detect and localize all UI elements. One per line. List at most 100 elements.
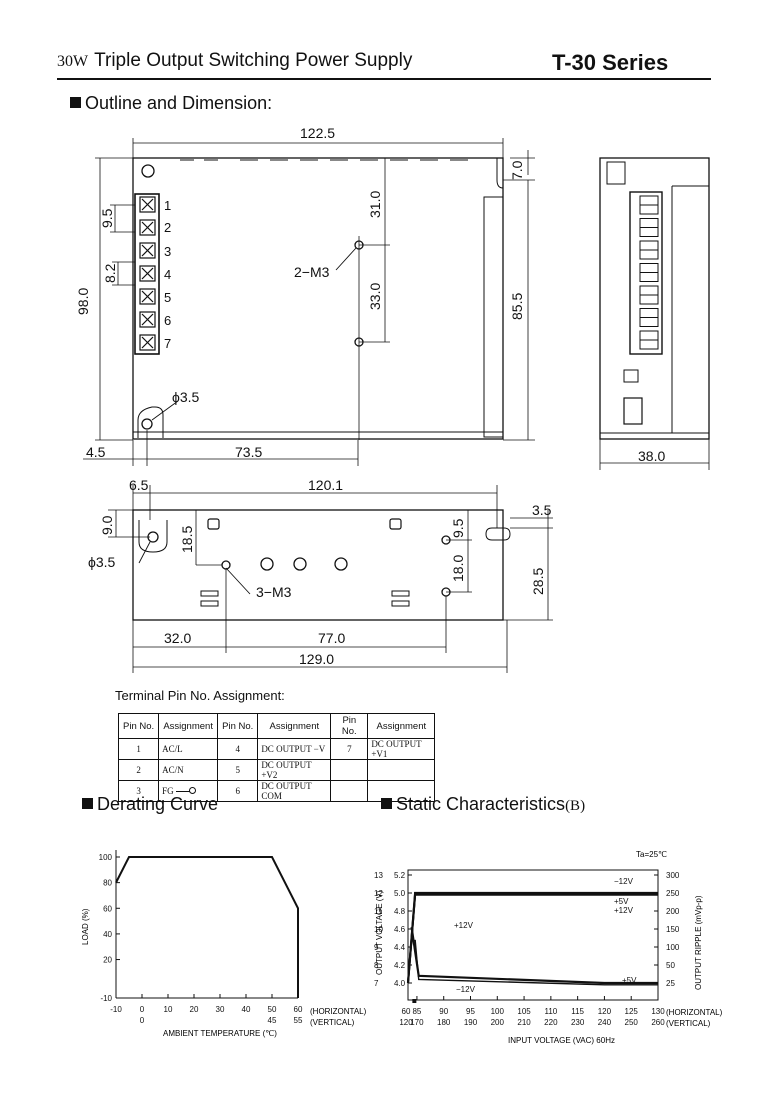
table-header-row: Pin No. Assignment Pin No. Assignment Pi… (117, 713, 436, 739)
dim-b-left-off: 6.5 (129, 477, 149, 493)
col-header: Pin No. (330, 713, 369, 739)
y-tick-label-right: 50 (666, 961, 675, 970)
col-header: Assignment (257, 713, 332, 739)
screw-slot (141, 198, 154, 211)
y-tick-label: 80 (103, 879, 112, 888)
y-tick-label-right: 100 (666, 943, 680, 952)
series-line (410, 927, 658, 985)
dim-b-w1: 32.0 (164, 630, 191, 646)
label-2-m3: 2−M3 (294, 264, 330, 280)
derating-h-label: (HORIZONTAL) (310, 1007, 367, 1016)
screw-slot (141, 336, 154, 349)
screw-slot (141, 290, 154, 303)
dim-b-h3: 9.5 (450, 518, 466, 538)
x-tick-label-vertical: 230 (571, 1018, 585, 1027)
derating-xlabel: AMBIENT TEMPERATURE (℃) (163, 1029, 277, 1038)
label-hole: ϕ3.5 (172, 389, 200, 405)
outline-title: Outline and Dimension: (70, 93, 272, 114)
series-name: T-30 Series (552, 50, 669, 75)
y-tick-label: 40 (103, 930, 112, 939)
x-tick-label: 0 (140, 1005, 145, 1014)
screw-slot (141, 244, 154, 257)
x-tick-label-vertical: 170 (410, 1018, 424, 1027)
col-header: Pin No. (117, 713, 160, 739)
derating-v-label: (VERTICAL) (310, 1018, 355, 1027)
y-tick-label-inner: 4.0 (394, 979, 406, 988)
screw-slot (141, 267, 154, 280)
curve-label: +5V (622, 976, 637, 985)
dim-b-h5: 28.5 (530, 568, 546, 595)
y-tick-label-inner: 4.2 (394, 961, 406, 970)
static-title: Static Characteristics(B) (381, 794, 585, 815)
x-tick-label-vertical: 190 (464, 1018, 478, 1027)
dim-right-height: 85.5 (509, 293, 525, 320)
y-tick-label: 60 (103, 904, 112, 913)
x-tick-label: 40 (242, 1005, 251, 1014)
x-tick-label: 115 (571, 1007, 584, 1016)
x-tick-label-vertical: 180 (437, 1018, 451, 1027)
curve-label: −12V (614, 877, 634, 886)
x-tick-label-vertical: 120 (399, 1018, 413, 1027)
curve-label: +5V (614, 897, 629, 906)
dim-bottom-w: 73.5 (235, 444, 262, 460)
static-series (406, 891, 658, 1003)
derating-series-line (115, 856, 299, 998)
dim-depth: 38.0 (638, 448, 665, 464)
dim-height: 98.0 (75, 288, 91, 315)
y-tick-label: 100 (99, 853, 113, 862)
y-tick-label-inner: 4.4 (394, 943, 406, 952)
dim-b-h1: 9.0 (99, 515, 115, 535)
x-tick-label: 85 (412, 1007, 421, 1016)
terminal-title: Terminal Pin No. Assignment: (115, 688, 285, 703)
x-tick-label: 30 (216, 1005, 225, 1014)
y-tick-label-outer: 10 (374, 925, 383, 934)
x-tick-label-vertical: 200 (491, 1018, 505, 1027)
x-tick-label-vertical: 55 (294, 1016, 303, 1025)
x-tick-label-vertical: 210 (517, 1018, 531, 1027)
y-tick-label-right: 200 (666, 907, 680, 916)
static-ylabel-left: OUTPUT VOLTAGE (V) (375, 890, 384, 975)
label-b-hole: ϕ3.5 (88, 554, 116, 570)
bullet-square-icon (381, 798, 392, 809)
y-tick-label-outer: 13 (374, 871, 383, 880)
y-tick-label-inner: 5.2 (394, 871, 406, 880)
static-h-label: (HORIZONTAL) (666, 1008, 723, 1017)
x-tick-label: 60 (402, 1007, 411, 1016)
marker (412, 999, 417, 1003)
dim-top-gap: 7.0 (509, 160, 525, 180)
ground-icon (175, 787, 196, 795)
table-row: 1 AC/L 4 DC OUTPUT −V 7 DC OUTPUT +V1 (117, 738, 436, 760)
pin-label: 1 (164, 198, 171, 213)
x-tick-label: 120 (598, 1007, 612, 1016)
y-tick-label-outer: 11 (374, 907, 383, 916)
x-tick-label: 60 (294, 1005, 303, 1014)
y-tick-label-right: 25 (666, 979, 675, 988)
y-tick-label-outer: 8 (374, 961, 379, 970)
curve-label: −12V (456, 985, 476, 994)
series-line (407, 893, 658, 984)
x-tick-label: 95 (466, 1007, 475, 1016)
y-tick-label: -10 (100, 994, 112, 1003)
x-tick-label-vertical: 240 (598, 1018, 612, 1027)
y-tick-label-outer: 7 (374, 979, 379, 988)
dim-b-width: 120.1 (308, 477, 343, 493)
static-xlabel: INPUT VOLTAGE (VAC) 60Hz (508, 1036, 615, 1045)
dim-b-h4: 18.0 (450, 555, 466, 582)
x-tick-label: 100 (491, 1007, 505, 1016)
col-header: Pin No. (217, 713, 259, 739)
y-tick-label-outer: 12 (374, 889, 383, 898)
derating-title: Derating Curve (82, 794, 218, 815)
bottom-view-body (132, 509, 504, 621)
terminal-screws (139, 196, 156, 351)
label-3-m3: 3−M3 (256, 584, 292, 600)
dim-b-h2: 18.5 (179, 526, 195, 553)
x-tick-label: 10 (164, 1005, 173, 1014)
static-v-label: (VERTICAL) (666, 1019, 711, 1028)
terminal-table: Pin No. Assignment Pin No. Assignment Pi… (117, 713, 436, 802)
bullet-square-icon (70, 97, 81, 108)
x-tick-label-vertical: 260 (651, 1018, 665, 1027)
x-tick-label: 105 (517, 1007, 531, 1016)
